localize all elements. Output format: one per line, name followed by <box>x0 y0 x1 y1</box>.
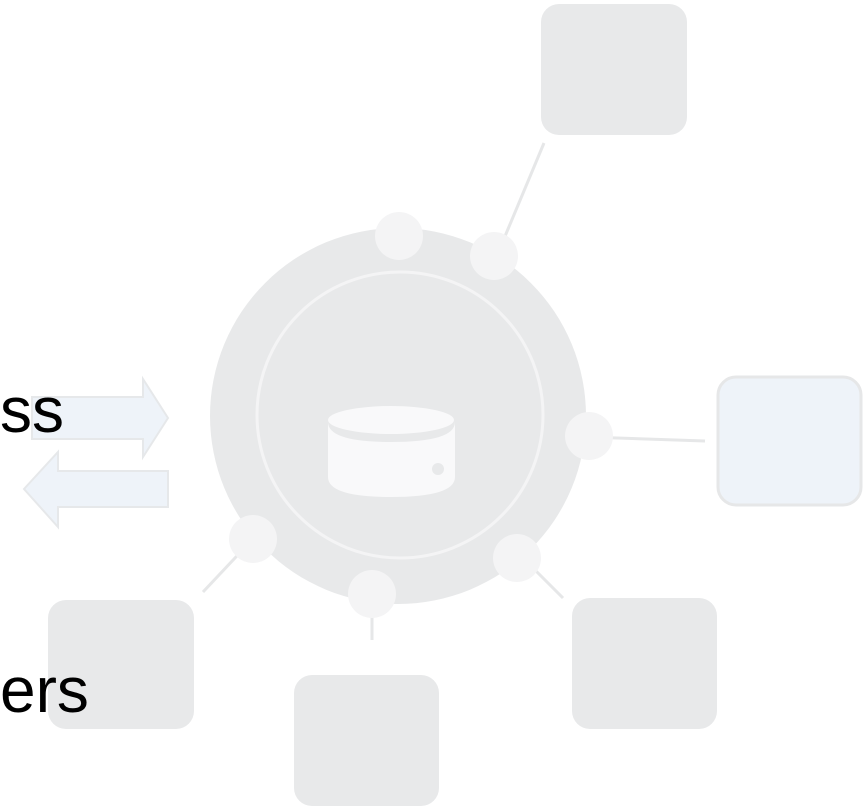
port-dot <box>229 515 277 563</box>
port-dot <box>470 232 518 280</box>
arrow-left-icon <box>22 449 169 530</box>
node-right <box>716 375 863 507</box>
node-bottom <box>294 675 439 806</box>
port-dot <box>565 412 613 460</box>
ring-ports <box>229 212 613 618</box>
cropped-label-lower: ers <box>0 654 89 726</box>
port-dot <box>348 570 396 618</box>
cropped-label-upper: ss <box>0 374 64 446</box>
arrow-right-icon <box>31 375 170 461</box>
node-top <box>541 4 687 135</box>
node-bottom-right <box>572 598 717 729</box>
hub-inner-circle <box>255 270 545 560</box>
node-bottom-left <box>48 600 194 729</box>
port-dot <box>375 212 423 260</box>
port-dot <box>493 534 541 582</box>
connector-top <box>496 142 546 254</box>
database-icon <box>328 406 455 497</box>
